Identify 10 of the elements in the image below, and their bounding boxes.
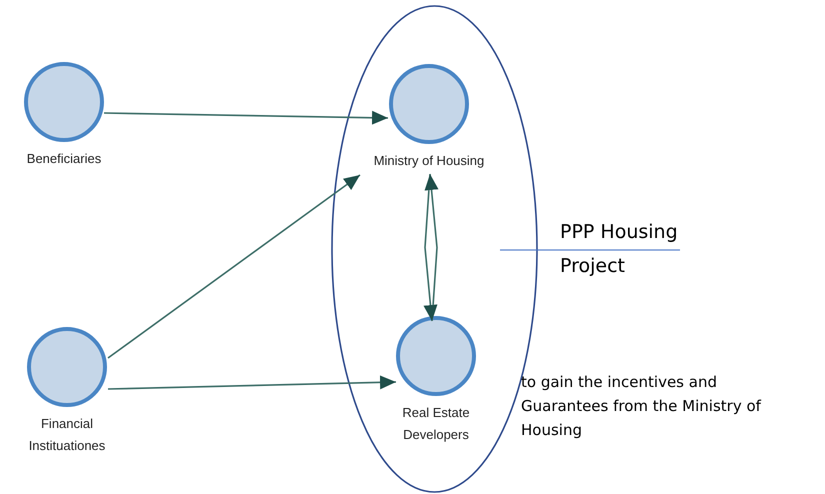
node-label: Real Estate Developers <box>401 404 471 444</box>
node-label: Beneficiaries <box>26 150 102 168</box>
node-label: Financial Instituationes <box>28 415 106 455</box>
arrow <box>108 375 396 390</box>
arrow <box>104 110 388 125</box>
arrow <box>424 173 438 322</box>
note-text: to gain the incentives and Guarantees from the Ministry of Housing <box>521 372 762 441</box>
node-label: Ministry of Housing <box>374 152 484 170</box>
arrow <box>108 174 360 359</box>
project-label: PPP Housing Project <box>560 220 679 279</box>
